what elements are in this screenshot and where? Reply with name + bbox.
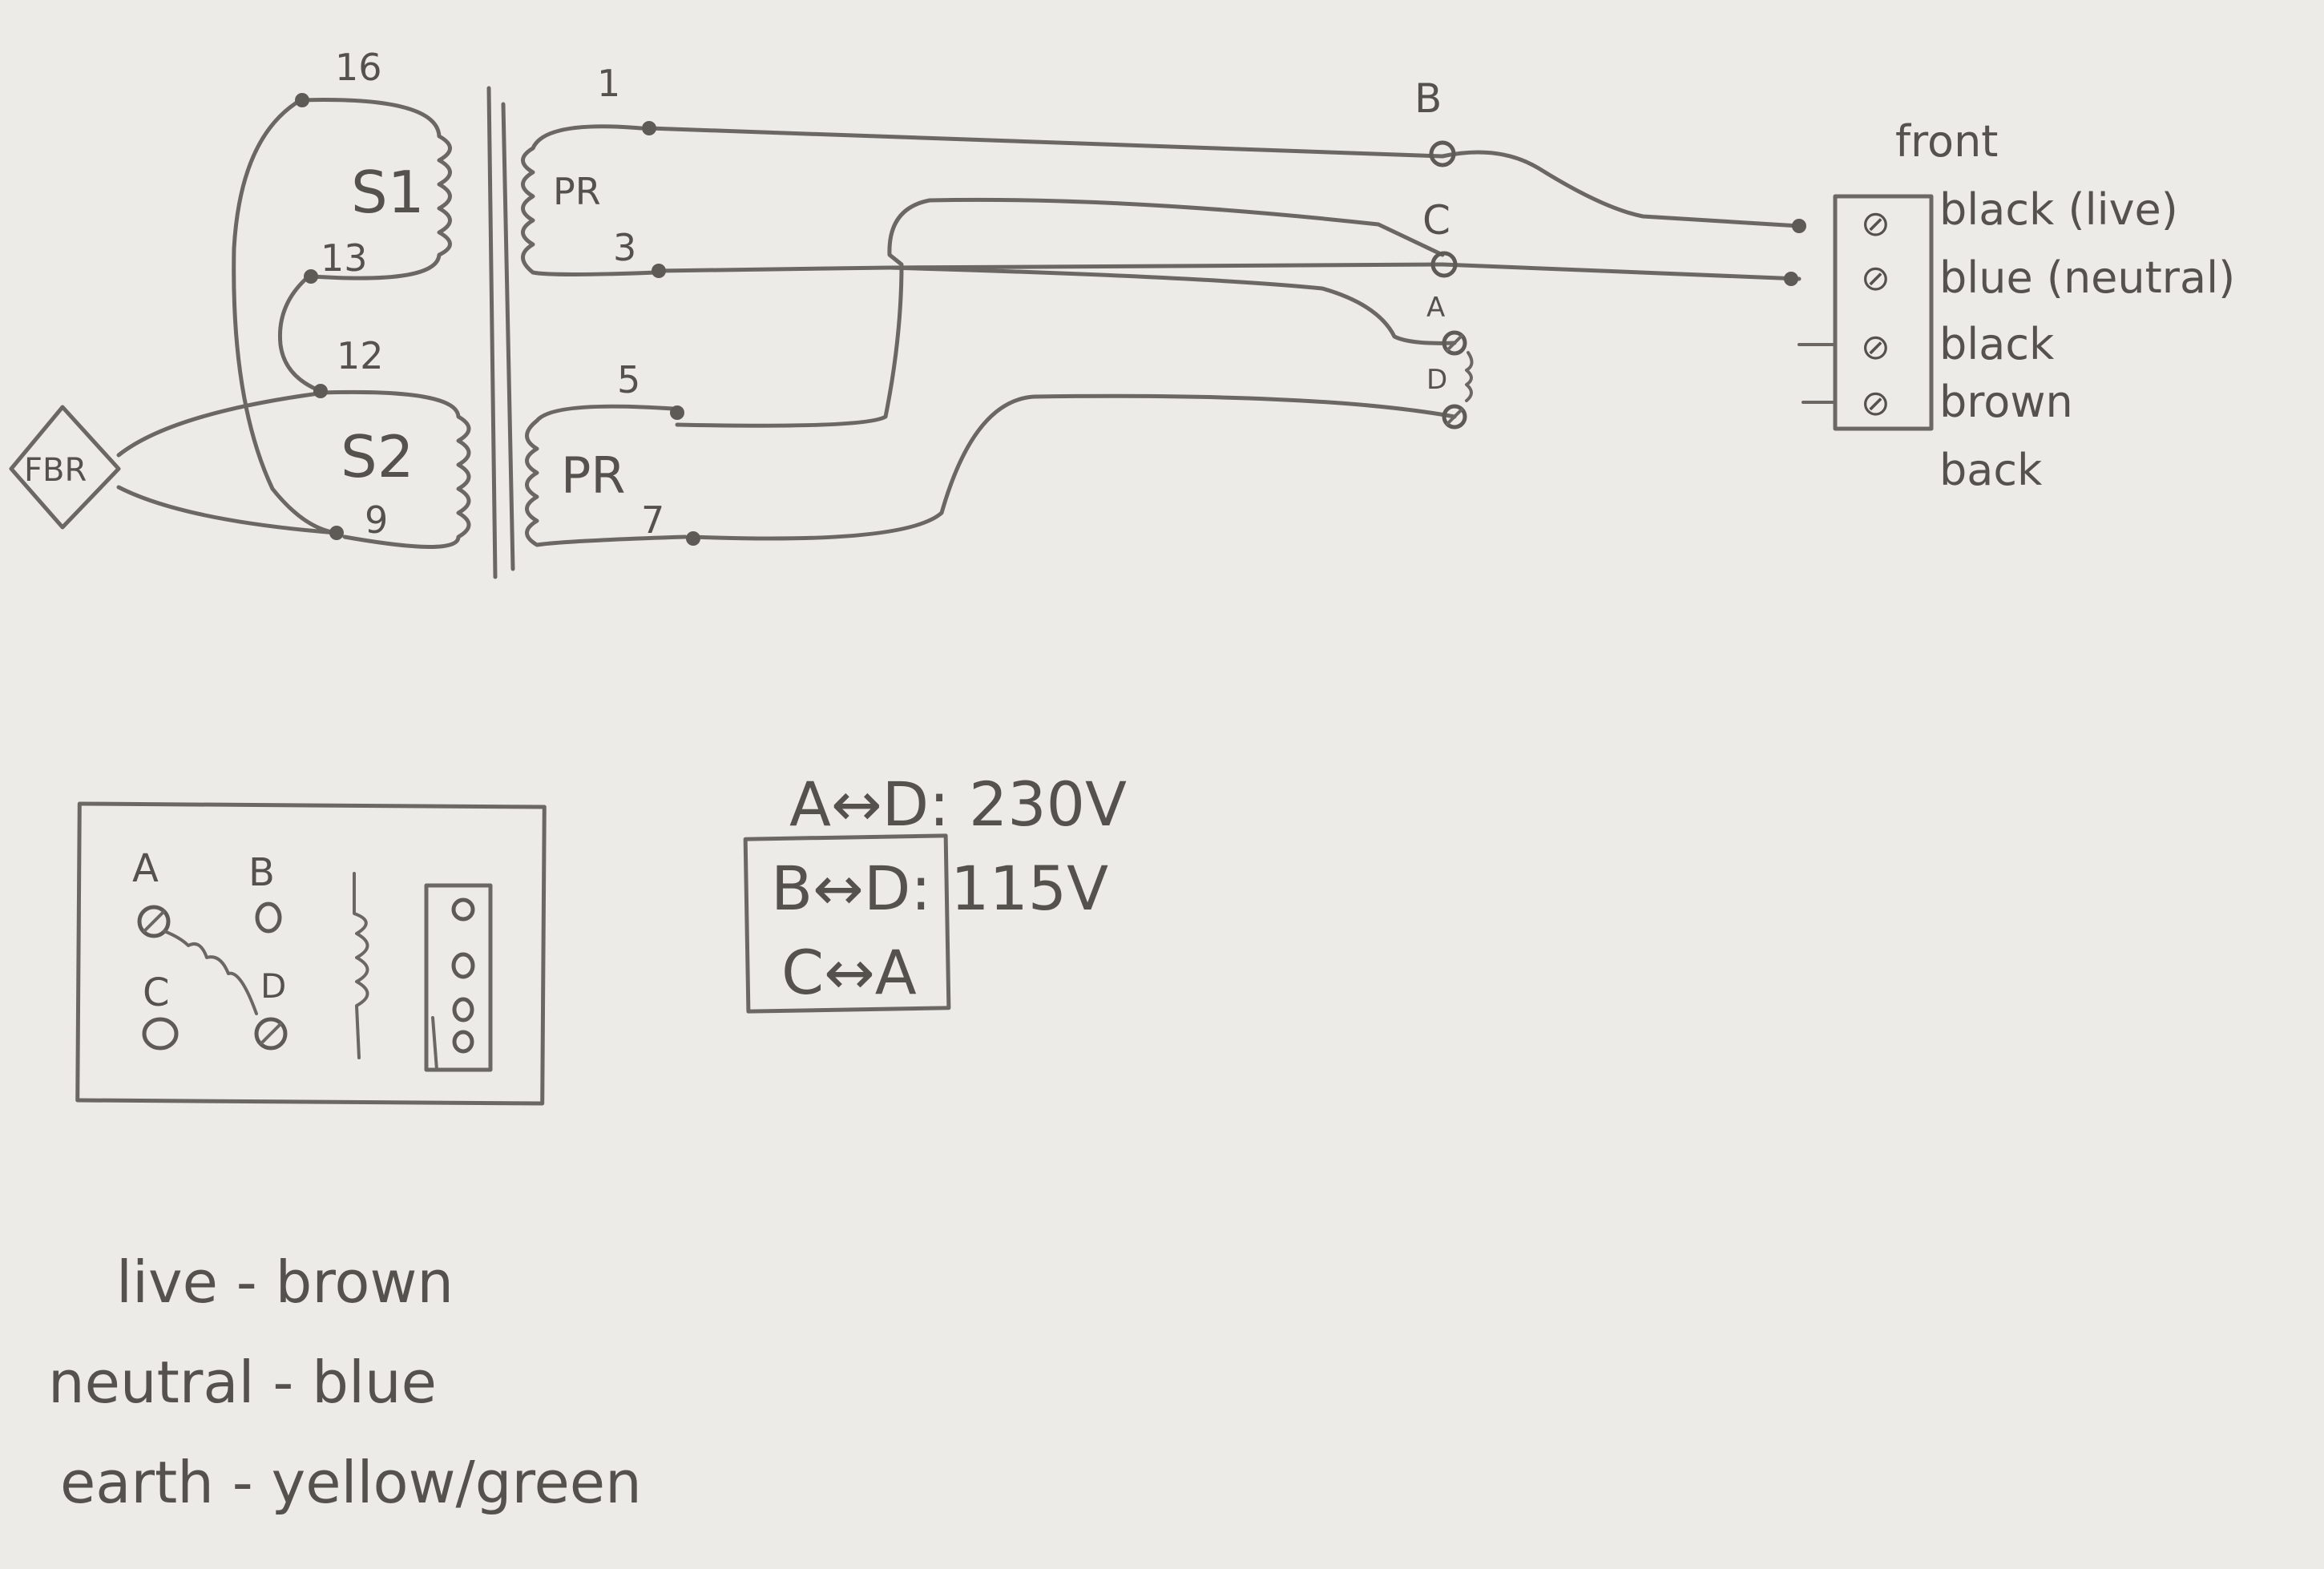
wiring [116, 98, 1837, 541]
secondary-coil-s2 [318, 389, 471, 549]
block-back-label: back [1939, 445, 2043, 495]
secondary-s2-label: S2 [341, 423, 414, 490]
pin-1-label: 1 [597, 62, 620, 105]
terminal-block: ⊘ ⊘ ⊘ ⊘ [1833, 194, 1934, 431]
primary-coil-lower [525, 404, 688, 547]
pin-7-label: 7 [641, 498, 664, 542]
terminal-b-label: B [1414, 75, 1442, 122]
terminal-c-label: C [1422, 197, 1450, 244]
voltage-a-d: A↔D: 230V [789, 768, 1127, 840]
panel-label-b: B [248, 850, 275, 895]
pin-3-label: 3 [613, 226, 636, 269]
block-screw-3: ⊘ [1861, 327, 1890, 368]
fuse-fbr-diamond [9, 405, 121, 530]
block-screw-2: ⊘ [1861, 258, 1890, 299]
pin-5-label: 5 [617, 358, 640, 401]
voltage-b-d: B↔D: 115V [771, 853, 1108, 924]
terminals [1429, 140, 1474, 430]
voltage-box [743, 833, 951, 1014]
terminal-d-label: D [1426, 364, 1447, 396]
legend-live: live - brown [116, 1248, 454, 1316]
block-screw-4: ⊘ [1861, 383, 1890, 424]
secondary-coil-s1 [298, 98, 452, 280]
secondary-s1-label: S1 [351, 159, 425, 226]
legend-neutral: neutral - blue [48, 1349, 437, 1416]
fuse-fbr-label: FBR [24, 452, 87, 489]
block-row-3-label: black [1939, 319, 2055, 369]
primary-upper-label: PR [553, 170, 601, 213]
primary-coil-upper [521, 124, 658, 276]
block-front-label: front [1895, 116, 1998, 167]
block-row-4-label: brown [1939, 377, 2073, 427]
block-screw-1: ⊘ [1861, 204, 1890, 244]
block-row-2-label: blue (neutral) [1939, 252, 2235, 303]
terminal-a-label: A [1426, 292, 1445, 324]
pin-9-label: 9 [365, 498, 388, 542]
legend-earth: earth - yellow/green [60, 1449, 642, 1516]
voltage-c-a: C↔A [781, 937, 917, 1008]
transformer-core [486, 86, 515, 579]
pin-13-label: 13 [321, 236, 368, 280]
connection-dots [295, 93, 1806, 546]
panel-label-a: A [132, 846, 159, 891]
panel-label-c: C [143, 970, 170, 1015]
block-row-1-label: black (live) [1939, 184, 2178, 235]
pin-16-label: 16 [335, 46, 382, 89]
primary-lower-label: PR [561, 446, 625, 505]
panel-label-d: D [260, 966, 286, 1006]
pin-12-label: 12 [337, 334, 384, 377]
panel-sketch [75, 801, 547, 1106]
